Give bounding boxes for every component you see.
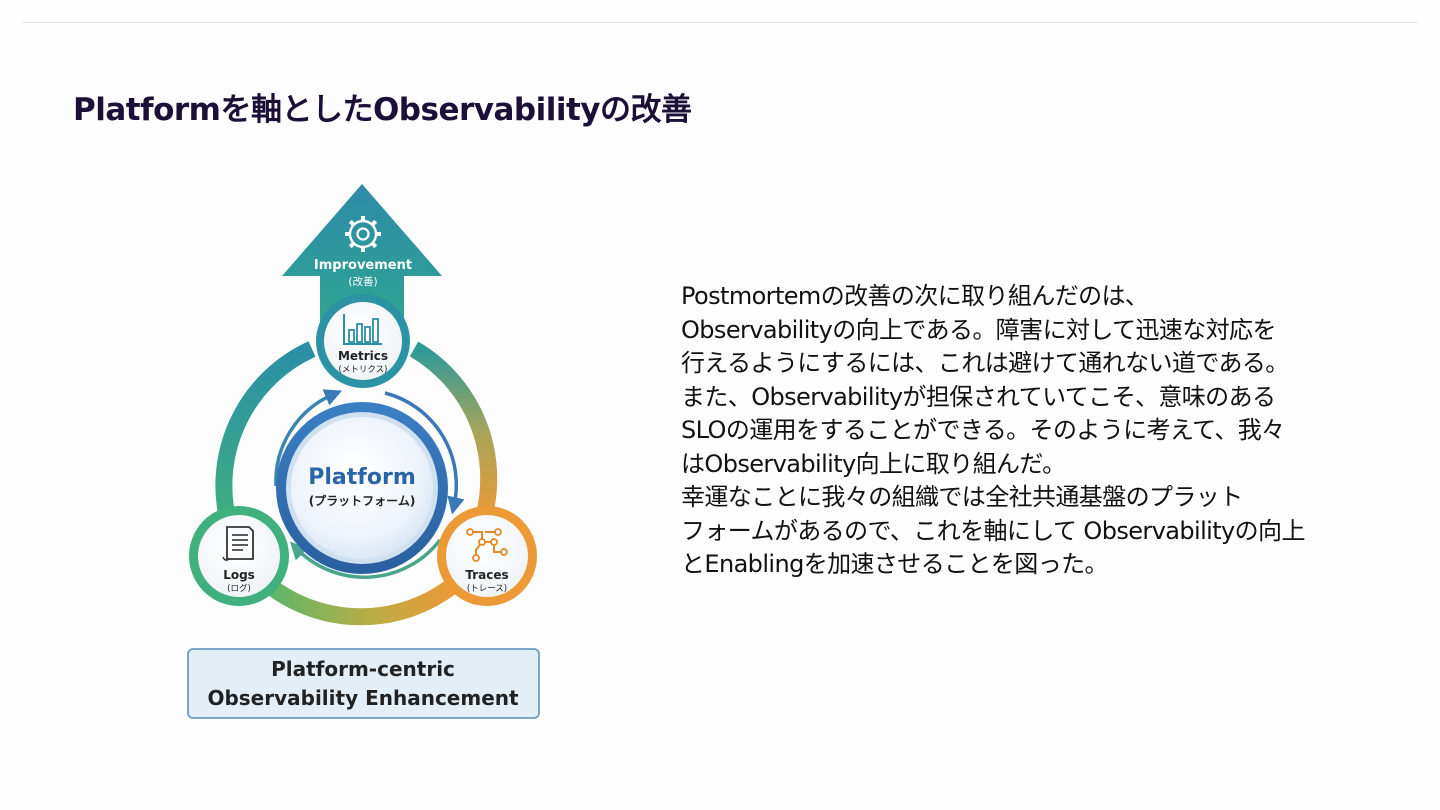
caption-box bbox=[187, 648, 540, 719]
flow-arrow-bottom bbox=[289, 538, 442, 579]
traces-sublabel: (トレース) bbox=[467, 584, 507, 594]
metrics-label: Metrics bbox=[338, 349, 388, 363]
observability-diagram: Improvement (改善) Platform (プラットフォーム) bbox=[80, 168, 640, 734]
ring-segment-logs-traces bbox=[264, 579, 458, 626]
body-line: 幸運なことに我々の組織では全社共通基盤のプラット bbox=[681, 483, 1243, 511]
body-line: 行えるようにするには、これは避けて通れない道である。 bbox=[681, 349, 1289, 377]
document-icon bbox=[222, 526, 254, 561]
caption-line-2: Observability Enhancement bbox=[207, 686, 519, 710]
body-line: また、Observabilityが担保されていてこそ、意味のある bbox=[681, 382, 1276, 411]
platform-sublabel: (プラットフォーム) bbox=[309, 493, 416, 508]
slide-title: Platformを軸としたObservabilityの改善 bbox=[73, 92, 692, 128]
flow-arrow-right bbox=[384, 391, 465, 515]
metrics-sublabel: (メトリクス) bbox=[339, 365, 388, 375]
improvement-sublabel: (改善) bbox=[348, 275, 377, 288]
body-line: とEnablingを加速させることを図った。 bbox=[681, 550, 1109, 578]
improvement-arrow bbox=[282, 184, 442, 340]
body-line: SLOの運用をすることができる。そのように考えて、我々 bbox=[681, 416, 1285, 444]
logs-label: Logs bbox=[223, 568, 255, 582]
logs-node bbox=[189, 506, 289, 606]
flow-arrow-left bbox=[274, 389, 343, 487]
bar-chart-icon bbox=[343, 314, 382, 345]
diagram-svg: Improvement (改善) Platform (プラットフォーム) bbox=[187, 184, 540, 719]
body-line: フォームがあるので、これを軸にして Observabilityの向上 bbox=[681, 516, 1305, 545]
top-divider bbox=[22, 22, 1418, 23]
traces-label: Traces bbox=[465, 568, 508, 582]
logs-sublabel: (ログ) bbox=[227, 583, 251, 594]
body-paragraph: Postmortemの改善の次に取り組んだのは、 Observabilityの向… bbox=[681, 280, 1401, 582]
caption-line-1: Platform-centric bbox=[271, 657, 455, 681]
gear-icon bbox=[345, 216, 381, 252]
body-line: Observabilityの向上である。障害に対して迅速な対応を bbox=[681, 315, 1276, 344]
improvement-label: Improvement bbox=[314, 258, 412, 273]
platform-label: Platform bbox=[308, 465, 416, 490]
ring-segment-logs-metrics bbox=[215, 341, 316, 531]
trace-path-icon bbox=[466, 528, 508, 562]
body-line: Postmortemの改善の次に取り組んだのは、 bbox=[681, 282, 1149, 310]
ring-segment-metrics-traces bbox=[409, 341, 498, 519]
platform-node bbox=[276, 402, 448, 574]
body-line: はObservability向上に取り組んだ。 bbox=[681, 449, 1066, 478]
traces-node bbox=[437, 506, 537, 606]
